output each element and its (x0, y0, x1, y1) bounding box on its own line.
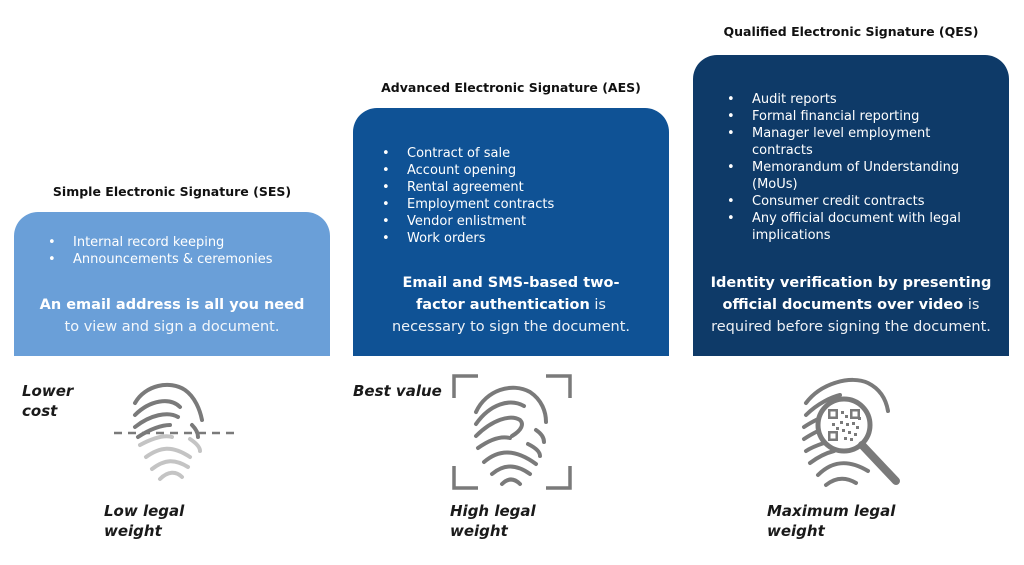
list-item: Announcements & ceremonies (36, 251, 273, 268)
list-item: Internal record keeping (36, 234, 273, 251)
list-item: Contract of sale (370, 145, 554, 162)
qes-desc-rest: is required before signing the document. (711, 297, 991, 335)
fingerprint-scan-icon (452, 374, 572, 490)
list-item: Rental agreement (370, 179, 554, 196)
ses-desc-rest: to view and sign a document. (64, 319, 280, 335)
aes-use-list: Contract of sale Account opening Rental … (370, 145, 554, 247)
list-item: Memorandum of Understanding (MoUs) (715, 159, 985, 193)
list-item: Consumer credit contracts (715, 193, 985, 210)
aes-desc-rest: is necessary to sign the document. (391, 297, 631, 335)
list-item: Account opening (370, 162, 554, 179)
list-item: Any official document with legal implica… (715, 210, 985, 244)
aes-cost-label: Best value (353, 382, 442, 400)
fingerprint-magnifier-icon (802, 377, 900, 487)
aes-desc-bold: Email and SMS-based two-factor authentic… (402, 275, 620, 313)
qes-description: Identity verification by presenting offi… (693, 272, 1009, 338)
qes-desc-bold: Identity verification by presenting offi… (710, 275, 992, 313)
aes-card: Contract of sale Account opening Rental … (353, 108, 669, 356)
list-item: Work orders (370, 230, 554, 247)
list-item: Audit reports (715, 91, 985, 108)
list-item: Manager level employment contracts (715, 125, 985, 159)
list-item: Vendor enlistment (370, 213, 554, 230)
ses-desc-bold: An email address is all you need (39, 297, 305, 313)
qes-title: Qualified Electronic Signature (QES) (723, 24, 979, 39)
ses-use-list: Internal record keeping Announcements & … (36, 234, 273, 268)
list-item: Employment contracts (370, 196, 554, 213)
aes-weight-label: High legal weight (450, 502, 536, 540)
ses-title: Simple Electronic Signature (SES) (52, 184, 292, 199)
aes-description: Email and SMS-based two-factor authentic… (353, 272, 669, 338)
ses-description: An email address is all you need to view… (14, 294, 330, 338)
qes-use-list: Audit reports Formal financial reporting… (715, 91, 985, 244)
ses-weight-label: Low legal weight (104, 502, 185, 540)
fingerprint-half-icon (114, 382, 236, 481)
ses-cost-label: Lower cost (22, 382, 74, 420)
qes-weight-label: Maximum legal weight (767, 502, 896, 540)
ses-card: Internal record keeping Announcements & … (14, 212, 330, 356)
aes-title: Advanced Electronic Signature (AES) (381, 80, 641, 95)
qes-card: Audit reports Formal financial reporting… (693, 55, 1009, 356)
list-item: Formal financial reporting (715, 108, 985, 125)
